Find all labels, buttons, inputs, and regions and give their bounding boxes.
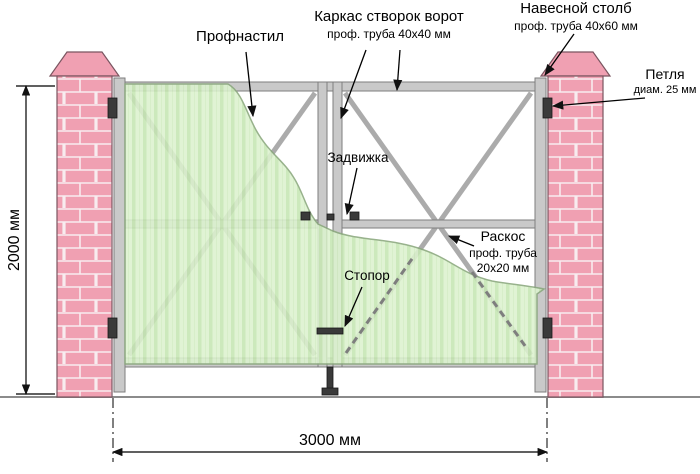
width-dimension: 3000 мм <box>111 398 549 462</box>
latch-center-pin <box>326 213 335 221</box>
dashed-brace-segment-1 <box>344 255 416 354</box>
label-karkas-line1: Каркас створок ворот <box>314 8 464 25</box>
stopper <box>316 327 344 396</box>
leader-raskos <box>447 235 475 247</box>
latch-right-block <box>349 211 360 221</box>
right-hanging-post <box>534 77 547 393</box>
label-profnastil: Профнастил <box>175 28 305 47</box>
label-stolb-line2: проф. труба 40х60 мм <box>514 18 638 33</box>
hinge-bottom-left <box>107 317 118 339</box>
hinge-top-left <box>107 97 118 119</box>
label-petlya: Петля диам. 25 мм <box>632 66 698 97</box>
left-pillar-cap <box>48 51 121 77</box>
hidden-brace-dashed-lines <box>344 255 530 354</box>
label-karkas-line2: проф. труба 40х40 мм <box>327 26 451 41</box>
height-dimension-value: 2000 мм <box>6 209 23 271</box>
label-petlya-line1: Петля <box>645 66 685 82</box>
label-raskos-line3: 20х20 мм <box>476 260 530 275</box>
left-hanging-post <box>113 77 126 393</box>
right-brick-pillar <box>539 51 612 398</box>
right-pillar-body <box>547 75 604 398</box>
label-profnastil-text: Профнастил <box>196 28 284 45</box>
right-pillar-cap <box>539 51 612 77</box>
hinges <box>107 97 553 339</box>
dashed-brace-segment-2 <box>470 271 530 351</box>
ground-stub <box>321 387 339 396</box>
hinge-bottom-right <box>542 317 553 339</box>
stopper-bar <box>316 327 344 335</box>
leader-karkas-1 <box>340 49 367 120</box>
label-raskos: Раскос проф. труба 20х20 мм <box>458 228 548 276</box>
label-stolb: Навесной столб проф. труба 40х60 мм <box>502 0 650 34</box>
label-petlya-line2: диам. 25 мм <box>633 83 697 96</box>
label-stolb-line1: Навесной столб <box>520 0 632 17</box>
label-raskos-line2: проф. труба <box>469 245 537 260</box>
leader-karkas-2 <box>393 49 403 92</box>
drop-pin <box>326 366 334 392</box>
leader-petlya <box>551 97 646 110</box>
leader-stopor <box>344 286 363 328</box>
right-leaf-center-stile <box>332 81 343 368</box>
label-raskos-line1: Раскос <box>480 228 526 244</box>
label-stopor-text: Стопор <box>344 268 390 283</box>
leader-arrows <box>245 33 646 328</box>
left-pillar-body <box>56 75 113 398</box>
corrugated-sheet <box>124 83 546 365</box>
leader-stolb <box>544 33 575 76</box>
left-brick-pillar <box>48 51 121 398</box>
label-zadvizhka: Задвижка <box>320 150 396 167</box>
latch <box>300 211 360 221</box>
width-dimension-value: 3000 мм <box>299 432 361 449</box>
leader-zadvizhka <box>344 167 358 216</box>
latch-left-block <box>300 211 311 221</box>
label-karkas: Каркас створок ворот проф. труба 40х40 м… <box>300 8 478 42</box>
right-middle-rail <box>341 219 536 229</box>
height-dimension: 2000 мм <box>6 84 55 396</box>
label-zadvizhka-text: Задвижка <box>327 150 389 165</box>
label-stopor: Стопор <box>336 268 398 285</box>
leader-profnastil <box>245 51 257 118</box>
hinge-top-right <box>542 97 553 119</box>
